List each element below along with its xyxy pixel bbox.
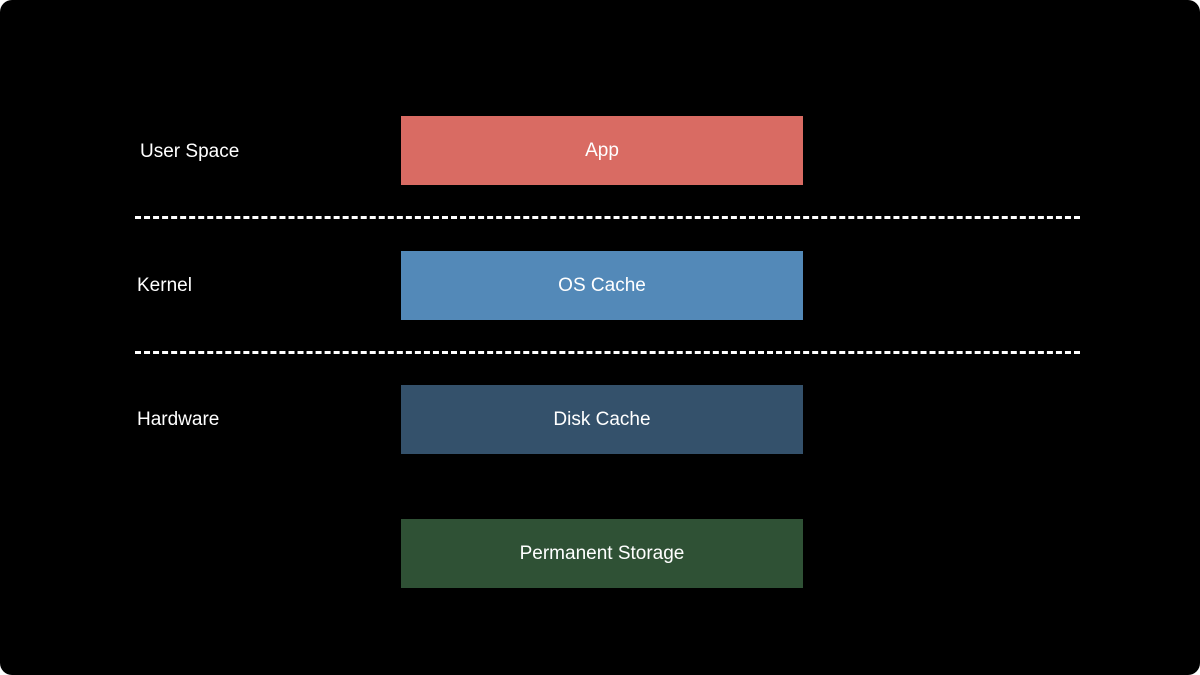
layer-label-user-space: User Space [140, 141, 240, 162]
permanent-storage-block: Permanent Storage [401, 519, 803, 588]
os-cache-block-label: OS Cache [558, 274, 646, 296]
disk-cache-block-label: Disk Cache [553, 408, 651, 430]
os-cache-block: OS Cache [401, 251, 803, 320]
layer-label-kernel: Kernel [137, 275, 192, 296]
layer-label-hardware: Hardware [137, 409, 220, 430]
permanent-storage-block-label: Permanent Storage [519, 542, 685, 564]
app-block: App [401, 116, 803, 185]
app-block-label: App [585, 139, 619, 161]
kernel-hardware-divider [135, 351, 1080, 354]
user-kernel-divider [135, 216, 1080, 219]
disk-cache-block: Disk Cache [401, 385, 803, 454]
